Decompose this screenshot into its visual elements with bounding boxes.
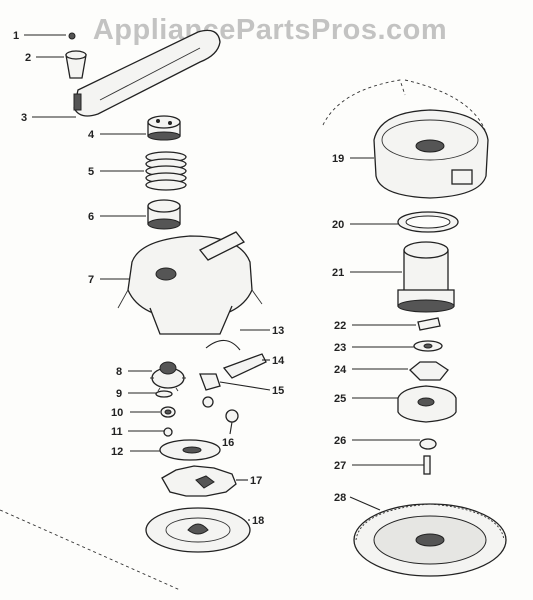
callout-3: 3 bbox=[21, 112, 27, 124]
callout-8: 8 bbox=[116, 366, 122, 378]
callout-22: 22 bbox=[334, 320, 346, 332]
part-pin-11 bbox=[163, 427, 173, 437]
part-key-22 bbox=[417, 317, 441, 331]
part-spring-clip-13 bbox=[205, 339, 241, 351]
callout-1: 1 bbox=[13, 30, 19, 42]
part-lever-14 bbox=[222, 353, 267, 379]
callout-21: 21 bbox=[332, 267, 344, 279]
part-handle-arm bbox=[73, 29, 221, 117]
callout-15: 15 bbox=[272, 385, 284, 397]
part-nut-26 bbox=[419, 438, 437, 450]
part-washer-10-hole bbox=[164, 409, 172, 415]
callout-24: 24 bbox=[334, 364, 347, 376]
callout-17: 17 bbox=[250, 475, 262, 487]
part-washer-16a bbox=[202, 396, 214, 408]
callout-19: 19 bbox=[332, 153, 344, 165]
assembly-dashed-line-2 bbox=[404, 79, 486, 131]
part-base-ring-28 bbox=[353, 503, 507, 577]
part-screw bbox=[68, 32, 76, 40]
part-pin-27 bbox=[423, 455, 431, 475]
callout-9: 9 bbox=[116, 388, 122, 400]
part-cap bbox=[147, 115, 181, 141]
callout-6: 6 bbox=[88, 211, 94, 223]
callout-25: 25 bbox=[334, 393, 346, 405]
part-star-plate-17 bbox=[161, 465, 237, 497]
callout-13: 13 bbox=[272, 325, 284, 337]
part-disc-18 bbox=[145, 507, 251, 553]
part-washer-9 bbox=[155, 390, 173, 398]
leader-lines bbox=[24, 34, 424, 521]
callout-4: 4 bbox=[88, 129, 95, 141]
part-clutch-25 bbox=[397, 385, 457, 423]
part-shaft-housing-21 bbox=[397, 241, 455, 313]
callout-18: 18 bbox=[252, 515, 264, 527]
callout-10: 10 bbox=[111, 407, 123, 419]
callout-12: 12 bbox=[111, 446, 123, 458]
callout-11: 11 bbox=[111, 426, 123, 438]
callout-16: 16 bbox=[222, 437, 234, 449]
callout-labels: 1 2 3 4 5 6 7 8 9 10 11 12 13 14 15 16 1… bbox=[13, 30, 347, 527]
assembly-dashed-line bbox=[322, 79, 406, 126]
part-plate-12 bbox=[159, 439, 221, 461]
part-oring-20-inner bbox=[405, 215, 451, 229]
part-cam-24 bbox=[409, 361, 449, 381]
part-washer-16b bbox=[225, 409, 239, 423]
callout-23: 23 bbox=[334, 342, 346, 354]
part-spring bbox=[145, 151, 187, 191]
callout-27: 27 bbox=[334, 460, 346, 472]
callout-26: 26 bbox=[334, 435, 346, 447]
callout-2: 2 bbox=[25, 52, 31, 64]
part-washer-23-hole bbox=[423, 343, 433, 349]
callout-5: 5 bbox=[88, 166, 94, 178]
part-housing bbox=[117, 231, 263, 335]
part-gear bbox=[150, 361, 186, 392]
watermark: AppliancePartsPros.com bbox=[92, 14, 448, 46]
part-knob bbox=[65, 50, 87, 79]
callout-7: 7 bbox=[88, 274, 94, 286]
callout-14: 14 bbox=[272, 355, 285, 367]
callout-20: 20 bbox=[332, 219, 344, 231]
part-bushing bbox=[147, 199, 181, 230]
part-cam-15 bbox=[199, 373, 221, 391]
callout-28: 28 bbox=[334, 492, 346, 504]
part-drum-19 bbox=[373, 109, 489, 199]
frame-line bbox=[0, 509, 181, 591]
